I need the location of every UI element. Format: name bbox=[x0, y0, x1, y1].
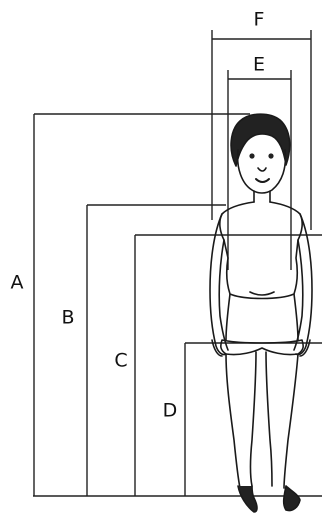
label-c: C bbox=[114, 349, 128, 372]
child-figure bbox=[209, 113, 313, 513]
left-foot bbox=[237, 485, 258, 513]
right-arm bbox=[293, 213, 313, 356]
left-leg bbox=[225, 351, 257, 489]
label-f: F bbox=[253, 8, 265, 31]
right-leg bbox=[265, 351, 299, 489]
hair bbox=[230, 113, 291, 167]
label-e: E bbox=[252, 53, 266, 76]
label-a: A bbox=[10, 271, 24, 294]
shorts bbox=[220, 339, 304, 356]
right-foot bbox=[282, 485, 301, 512]
label-d: D bbox=[162, 399, 178, 422]
label-b: B bbox=[61, 306, 75, 329]
face bbox=[236, 149, 287, 194]
torso bbox=[219, 201, 303, 300]
left-arm bbox=[209, 213, 229, 356]
